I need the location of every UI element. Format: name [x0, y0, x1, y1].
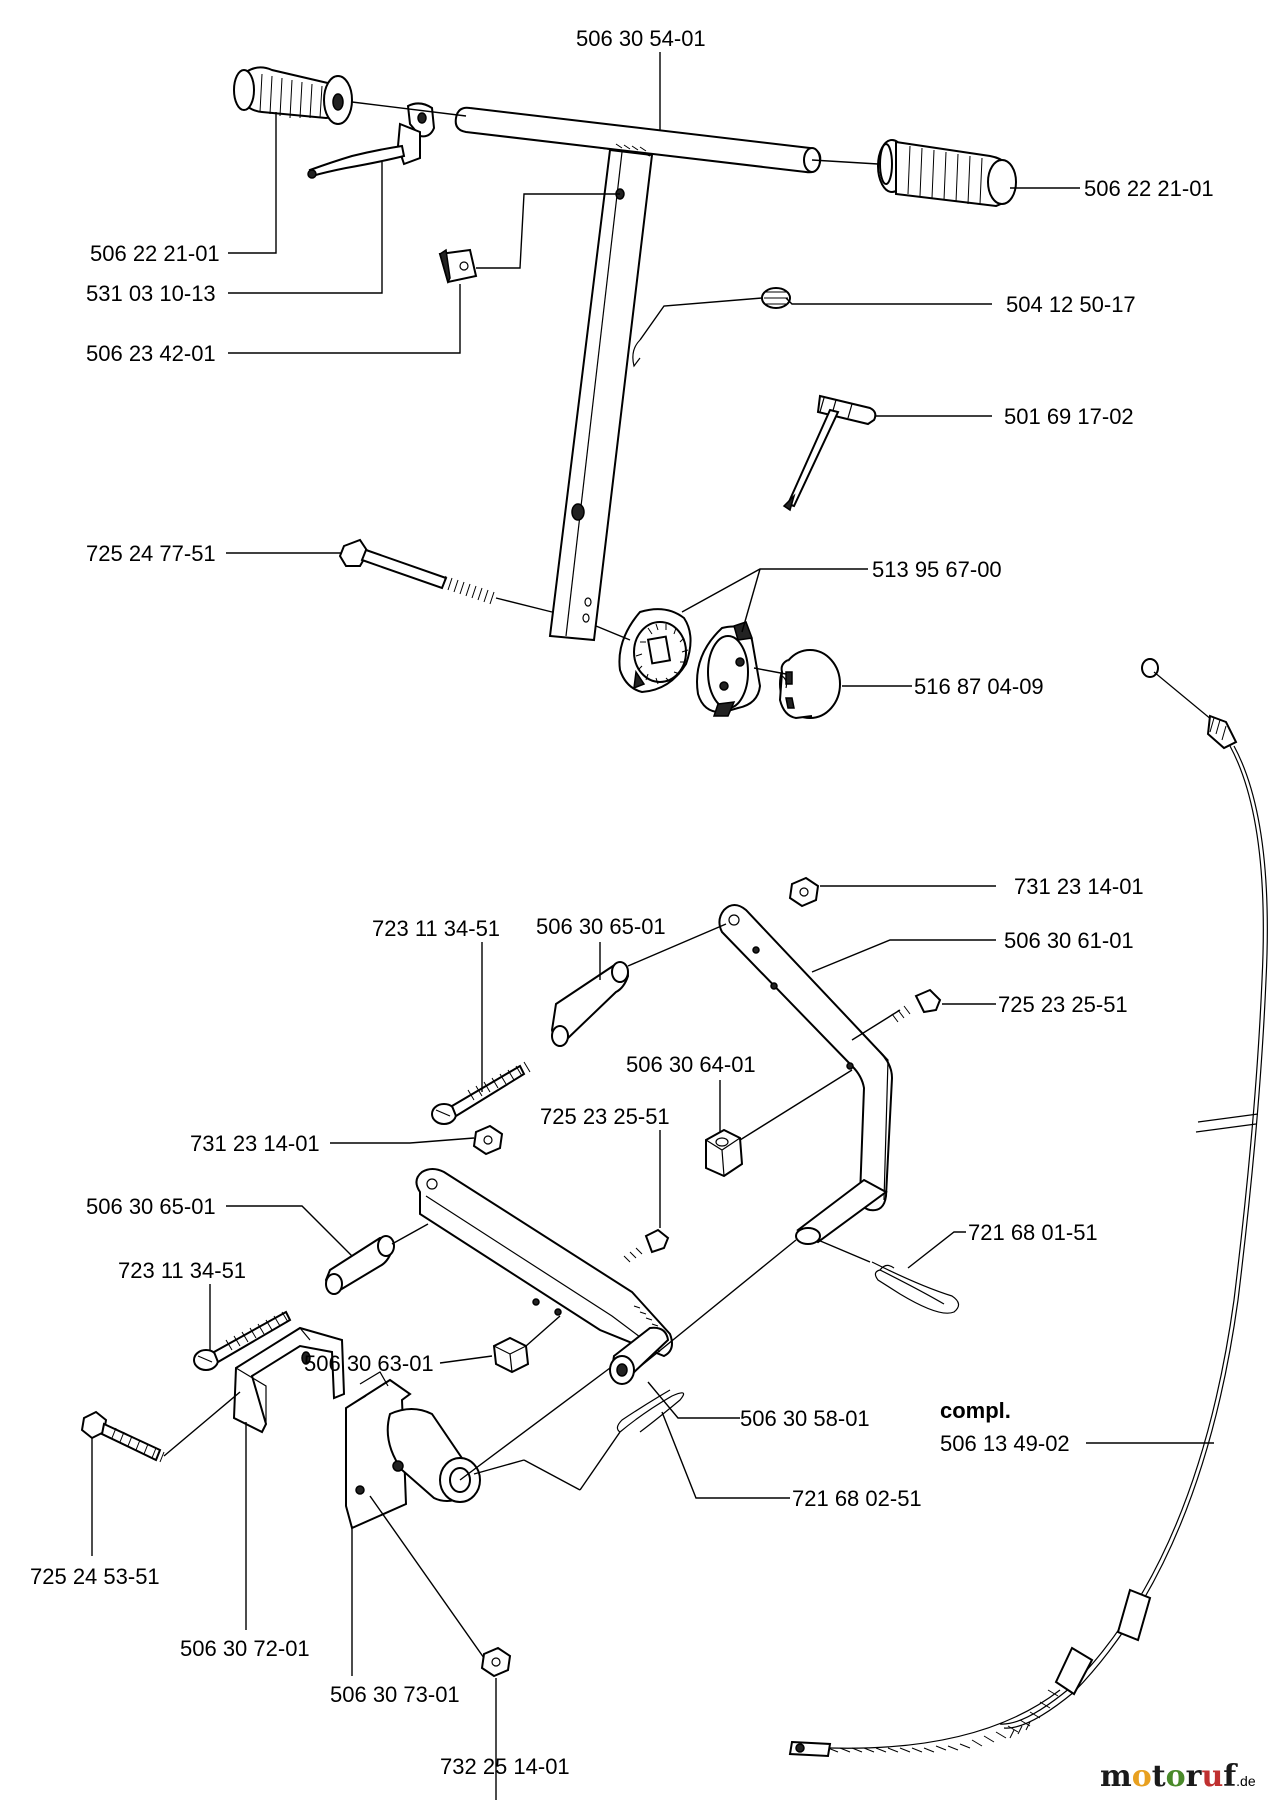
label-knob: 516 87 04-09: [914, 674, 1044, 699]
grip-left: [233, 66, 353, 125]
label-cable-compl: 506 13 49-02: [940, 1431, 1070, 1456]
adjuster-knob: [778, 649, 841, 720]
bracket-bolt: [80, 1410, 165, 1463]
label-upper-arm: 506 30 61-01: [1004, 928, 1134, 953]
hairpin-lower: [616, 1389, 685, 1433]
leader-lines: [91, 52, 1214, 1805]
long-bolt: [338, 538, 495, 605]
lower-screw: [193, 1310, 292, 1371]
label-lower-screw: 723 11 34-51: [118, 1258, 246, 1283]
label-grip-right: 506 22 21-01: [1084, 176, 1214, 201]
plug-wrench: [782, 394, 877, 512]
part-labels: 506 30 54-01 506 22 21-01 506 22 21-01 5…: [30, 26, 1214, 1779]
upper-arm: [718, 904, 894, 1212]
label-hairpin-upper: 721 68 01-51: [968, 1220, 1098, 1245]
throttle-cable: [788, 658, 1268, 1758]
watermark-logo: motoruf.de: [1100, 1759, 1256, 1794]
label-grip-left: 506 22 21-01: [90, 241, 220, 266]
label-nut-bottom: 732 25 14-01: [440, 1754, 570, 1779]
pivot-block: [345, 1371, 481, 1530]
screw-mid: [623, 1228, 670, 1263]
label-bracket-bolt: 725 24 53-51: [30, 1564, 160, 1589]
plug-cap: [761, 287, 791, 309]
label-bracket: 506 30 72-01: [180, 1636, 310, 1661]
label-screw-right: 725 23 25-51: [998, 992, 1128, 1017]
label-hairpin-lower: 721 68 02-51: [792, 1486, 922, 1511]
label-arm-sleeve: 506 30 58-01: [740, 1406, 870, 1431]
nut-top: [788, 876, 820, 908]
label-cable-compl-title: compl.: [940, 1398, 1011, 1423]
label-adjuster-disc: 513 95 67-00: [872, 557, 1002, 582]
hex-spacer-upper: [705, 1128, 744, 1178]
nut-mid: [472, 1124, 504, 1156]
adjuster-plate: [696, 621, 762, 717]
nut-bottom: [480, 1646, 512, 1678]
watermark-text: motoruf.de: [1100, 1759, 1256, 1794]
label-lower-spacer: 506 30 65-01: [86, 1194, 216, 1219]
label-screw-mid: 725 23 25-51: [540, 1104, 670, 1129]
label-nut-mid: 731 23 14-01: [190, 1131, 320, 1156]
arm-sleeve: [609, 1326, 670, 1385]
label-lever: 531 03 10-13: [86, 281, 216, 306]
label-plug-wrench: 501 69 17-02: [1004, 404, 1134, 429]
label-hex-spacer-lower: 506 30 63-01: [304, 1351, 434, 1376]
screw-right: [891, 988, 942, 1023]
label-cable-clip: 506 23 42-01: [86, 341, 216, 366]
grip-right: [877, 139, 1017, 208]
brake-lever: [307, 102, 436, 179]
label-long-bolt: 725 24 77-51: [86, 541, 216, 566]
lower-arm-plate: [415, 1168, 673, 1358]
label-plug-cap: 504 12 50-17: [1006, 292, 1136, 317]
pivot-rod: [795, 1178, 888, 1245]
upper-spacer: [550, 961, 630, 1047]
lower-spacer: [324, 1235, 395, 1295]
hairpin-upper: [871, 1261, 960, 1314]
upper-screw: [431, 1061, 531, 1125]
label-upper-screw: 723 11 34-51: [372, 916, 500, 941]
label-pivot-block: 506 30 73-01: [330, 1682, 460, 1707]
label-handlebar: 506 30 54-01: [576, 26, 706, 51]
cable-clip: [438, 248, 478, 285]
bracket: [232, 1326, 346, 1434]
label-upper-spacer: 506 30 65-01: [536, 914, 666, 939]
label-nut-top: 731 23 14-01: [1014, 874, 1144, 899]
label-hex-spacer-upper: 506 30 64-01: [626, 1052, 756, 1077]
handlebar-stem: [548, 143, 654, 642]
hex-spacer-lower: [492, 1336, 530, 1374]
adjuster-disc: [618, 608, 692, 694]
